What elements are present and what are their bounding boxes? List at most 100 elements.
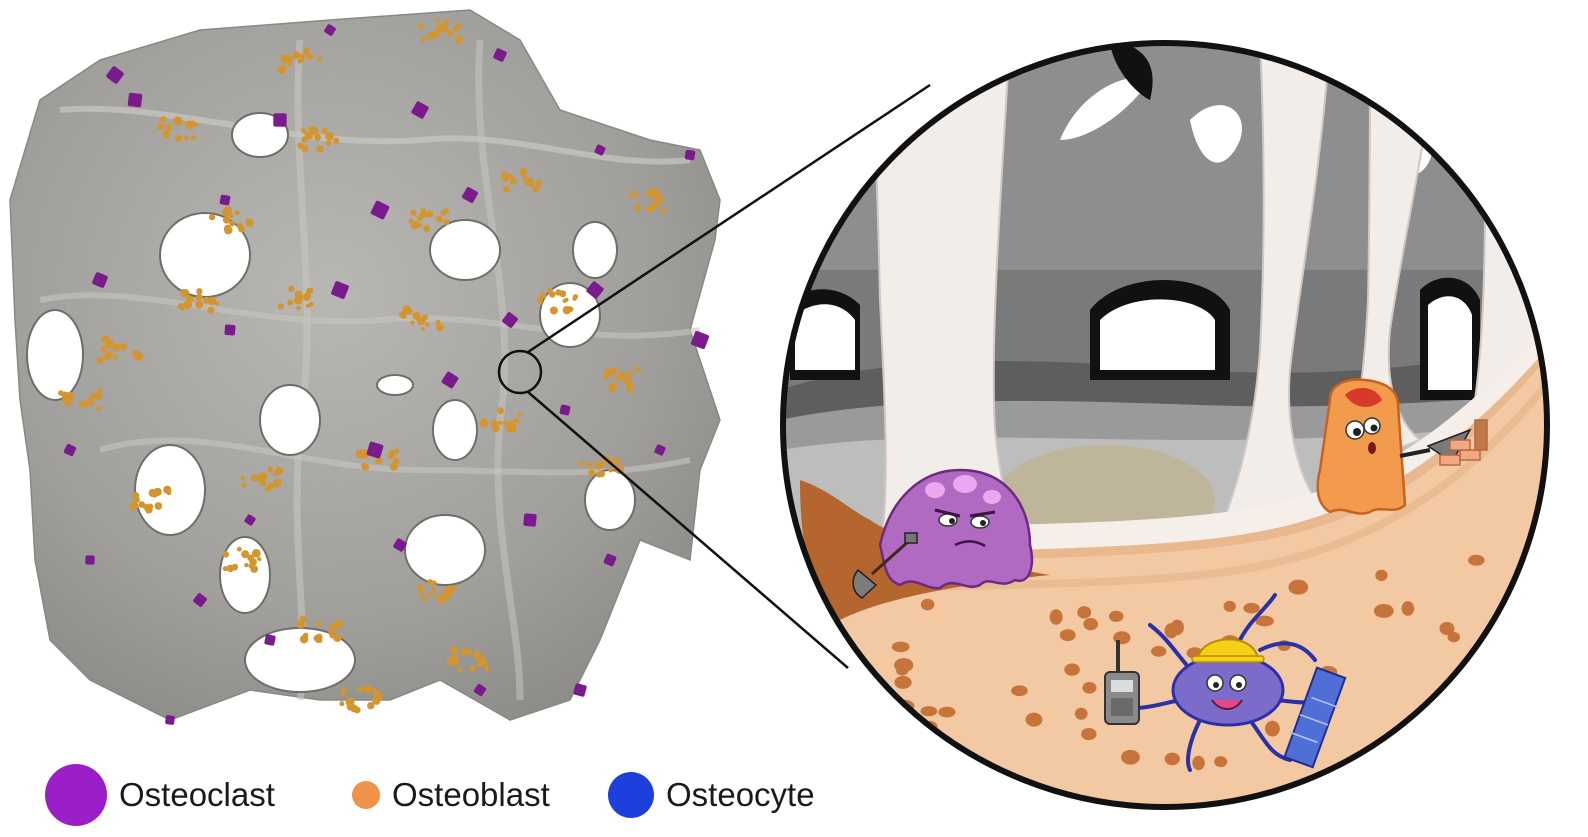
osteoblast-dot (186, 295, 194, 303)
osteoblast-dot (449, 655, 459, 664)
osteoblast-dot (519, 168, 528, 176)
osteoblast-dot (645, 207, 652, 213)
osteoclast-cube (586, 281, 604, 299)
lacuna-dot (1077, 606, 1092, 619)
osteoblast-dot (629, 388, 634, 394)
osteoclast-cube (324, 24, 336, 36)
osteoclast-cube (462, 187, 478, 203)
lacuna-dot (1483, 792, 1504, 807)
osteoblast-dot (264, 486, 270, 492)
osteoblast-dot (357, 686, 364, 693)
osteoblast-dot (535, 179, 542, 186)
osteoblast-dot (159, 116, 167, 123)
osteoblast-dot (442, 208, 450, 215)
osteoblast-dot (315, 621, 321, 627)
osteoblast-dot (426, 579, 434, 586)
osteoblast-dot (419, 210, 428, 218)
osteoclast-cube (127, 92, 143, 108)
osteocyte-swatch (608, 772, 654, 818)
osteoblast-dot (340, 691, 346, 697)
osteoblast-dot (308, 126, 316, 134)
osteoblast-dot (207, 296, 217, 306)
osteoblast-dot (459, 651, 464, 656)
lacuna-dot (1400, 800, 1420, 807)
osteoblast-dot (272, 478, 282, 488)
lacuna-dot (891, 641, 910, 653)
osteoblast-dot (412, 311, 421, 320)
osteoblast-dot (465, 648, 473, 656)
lacuna-dot (1468, 554, 1485, 566)
lacuna-dot (894, 658, 914, 673)
osteoblast-dot (328, 630, 334, 636)
osteoblast-dot (423, 225, 431, 233)
osteoblast-dot (578, 460, 584, 467)
osteoblast-dot (506, 428, 511, 433)
osteoblast-dot (144, 505, 153, 514)
osteoclast-cube (106, 66, 124, 84)
osteoclast-cube (603, 553, 617, 567)
osteoblast-dot (128, 504, 133, 509)
legend-label-osteoclast: Osteoclast (119, 776, 275, 813)
osteoblast-dot (296, 295, 304, 303)
osteoblast-dot (443, 19, 449, 25)
osteoblast-dot (468, 665, 476, 672)
osteoblast-dot (222, 216, 231, 224)
lacuna-dot (920, 706, 938, 717)
osteoblast-dot (305, 303, 311, 309)
osteoblast-dot (215, 301, 220, 306)
osteoblast-dot (181, 289, 190, 297)
osteoblast-dot (436, 215, 444, 223)
legend: Osteoclast Osteoblast Osteocyte (40, 760, 940, 830)
osteoclast-cube (393, 538, 407, 552)
lacuna-dot (1223, 600, 1236, 612)
osteoclast-cube (273, 113, 287, 127)
osteoblast-dot (420, 36, 426, 42)
osteoblast-dot (164, 123, 173, 132)
legend-label-osteoblast: Osteoblast (392, 776, 550, 813)
osteoblast-dot (244, 562, 249, 568)
osteoblast-dot (367, 701, 375, 710)
magnified-view (780, 40, 1550, 810)
osteoblast-dot (608, 382, 618, 392)
osteoblast-dot (339, 701, 345, 707)
lacuna-dot (1059, 629, 1076, 642)
osteoblast-dot (346, 702, 355, 711)
lacuna-dot (905, 726, 924, 740)
lacuna-dot (1323, 801, 1340, 807)
osteoblast-dot (373, 690, 382, 699)
osteoblast-dot (314, 635, 323, 644)
osteoblast-dot (183, 135, 189, 141)
osteoblast-dot (296, 305, 301, 311)
osteoblast-dot (455, 23, 462, 30)
lacuna-dot (1074, 707, 1088, 720)
osteoblast-dot (325, 132, 334, 141)
osteoblast-dot (97, 387, 103, 392)
osteoblast-dot (572, 293, 579, 300)
osteoblast-dot (454, 35, 463, 44)
osteoblast-dot (303, 47, 310, 54)
osteoblast-dot (231, 564, 238, 571)
lacuna-dot (857, 720, 876, 734)
osteoclast-cube (224, 324, 236, 336)
lacuna-dot (1151, 645, 1167, 657)
osteoblast-dot (416, 584, 424, 592)
osteoblast-dot (441, 593, 449, 601)
osteoblast-dot (301, 136, 308, 143)
osteoblast-dot (497, 408, 502, 413)
osteoblast-dot (299, 615, 307, 623)
osteoblast-dot (236, 222, 244, 230)
osteoblast-dot (190, 135, 196, 140)
osteoblast-dot (221, 209, 230, 217)
osteoclast-swatch (45, 764, 107, 826)
osteoblast-dot (112, 343, 121, 352)
osteoblast-dot (479, 418, 489, 428)
osteoblast-dot (267, 466, 274, 473)
lacuna-dot (1083, 617, 1099, 631)
osteoblast-dot (156, 123, 164, 131)
osteoblast-dot (208, 213, 216, 221)
osteoclast-cube (502, 312, 518, 328)
lacuna-dot (1011, 685, 1028, 697)
lacuna-dot (1121, 749, 1140, 765)
osteoblast-dot (387, 453, 394, 460)
osteoblast-dot (284, 54, 291, 62)
